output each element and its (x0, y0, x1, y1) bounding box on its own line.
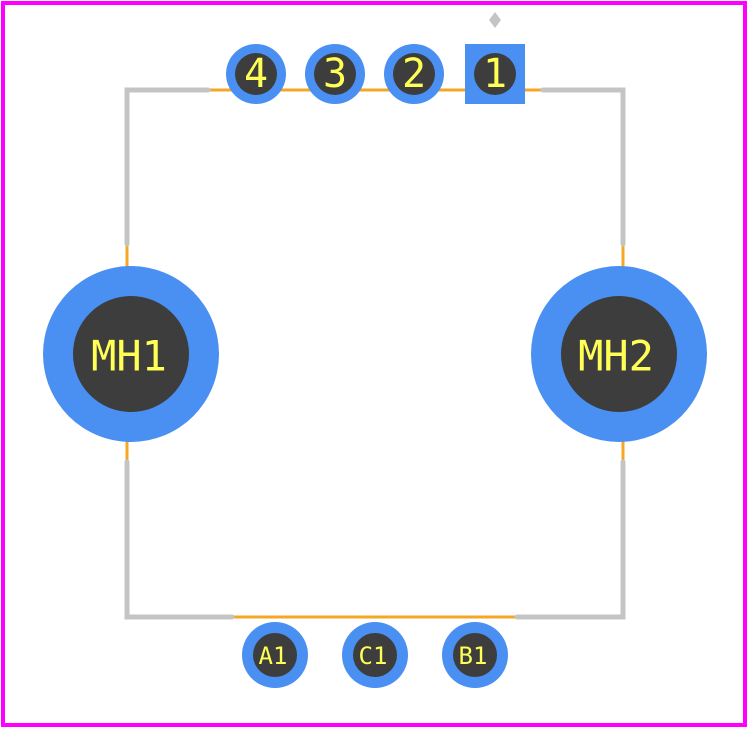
pad-pin-2-label: 2 (402, 51, 426, 97)
pad-c1-label: C1 (359, 642, 388, 670)
pad-mounting-hole-1[interactable]: MH1 (43, 266, 219, 442)
pad-a1-label: A1 (259, 642, 288, 670)
pad-a1[interactable]: A1 (242, 622, 308, 688)
pin1-marker-icon (489, 12, 501, 28)
pad-pin-1-label: 1 (483, 51, 507, 97)
pad-pin-3[interactable]: 3 (305, 44, 365, 104)
pad-b1-label: B1 (459, 642, 488, 670)
pad-b1[interactable]: B1 (442, 622, 508, 688)
pad-pin-4-label: 4 (244, 51, 268, 97)
pad-pin-3-label: 3 (323, 51, 347, 97)
pad-mh2-label: MH2 (578, 332, 654, 381)
pad-pin-2[interactable]: 2 (384, 44, 444, 104)
pad-c1[interactable]: C1 (342, 622, 408, 688)
pad-pin-4[interactable]: 4 (226, 44, 286, 104)
pad-pin-1[interactable]: 1 (465, 44, 525, 104)
pad-mounting-hole-2[interactable]: MH2 (531, 266, 707, 442)
pad-mh1-label: MH1 (91, 332, 167, 381)
silkscreen-outline (124, 87, 626, 620)
